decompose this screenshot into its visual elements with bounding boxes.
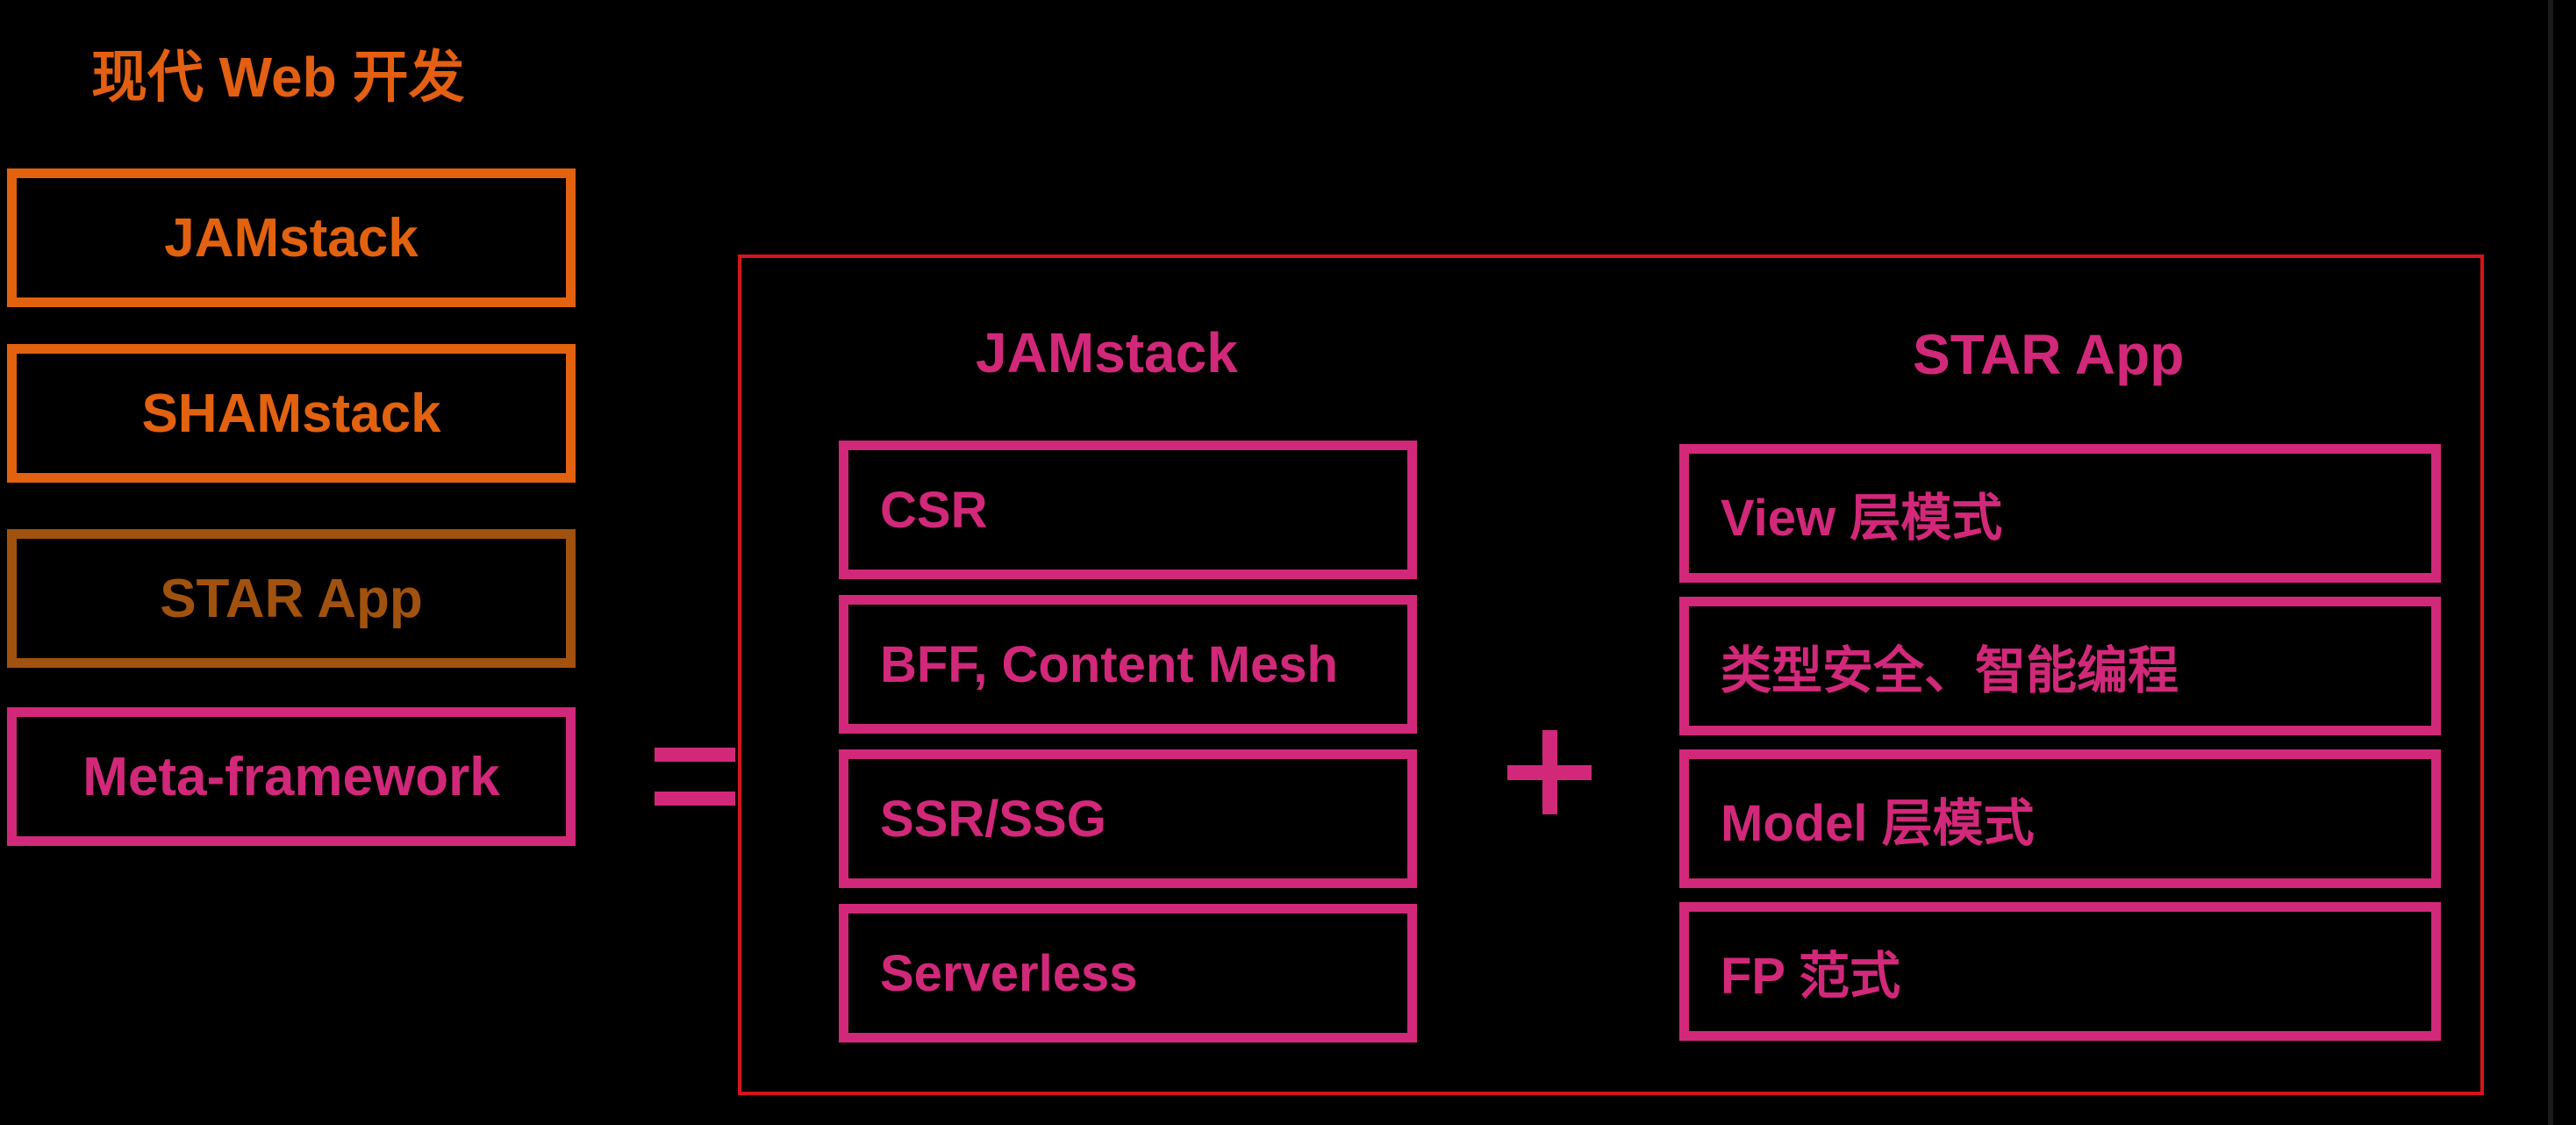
composition-frame: [738, 254, 2484, 1095]
star-app-item-label: FP 范式: [1721, 948, 1901, 1005]
left-stack-label: Meta-framework: [82, 746, 500, 807]
left-stack-item-star-app: STAR App: [7, 529, 576, 668]
column-title-star-app: STAR App: [1913, 323, 2185, 386]
jamstack-item: SSR/SSG: [839, 749, 1417, 888]
star-app-item-label: View 层模式: [1721, 490, 2003, 547]
star-app-item: 类型安全、智能编程: [1679, 597, 2441, 735]
window-edge-divider: [2548, 0, 2553, 1125]
left-stack-label: STAR App: [160, 568, 423, 629]
left-stack-label: JAMstack: [164, 207, 419, 269]
left-stack-item-meta-framework: Meta-framework: [7, 707, 576, 846]
plus-sign: [1507, 730, 1592, 814]
star-app-item-label: 类型安全、智能编程: [1721, 642, 2179, 699]
star-app-item: View 层模式: [1679, 444, 2441, 583]
diagram-title: 现代 Web 开发: [91, 46, 465, 109]
column-title-jamstack: JAMstack: [976, 321, 1238, 384]
jamstack-item: Serverless: [839, 904, 1417, 1043]
jamstack-item-label: SSR/SSG: [880, 790, 1106, 848]
star-app-item-label: Model 层模式: [1721, 795, 2035, 852]
left-stack-item-shamstack: SHAMstack: [7, 344, 576, 483]
star-app-item: Model 层模式: [1679, 749, 2441, 888]
left-stack-item-jamstack: JAMstack: [7, 168, 576, 307]
jamstack-item-label: CSR: [880, 481, 988, 539]
jamstack-item-label: Serverless: [880, 944, 1138, 1002]
left-stack-label: SHAMstack: [141, 383, 441, 444]
star-app-item: FP 范式: [1679, 902, 2441, 1041]
jamstack-item: CSR: [839, 441, 1417, 579]
jamstack-item-label: BFF, Content Mesh: [880, 635, 1338, 693]
equals-sign: [655, 748, 735, 806]
jamstack-item: BFF, Content Mesh: [839, 595, 1417, 734]
